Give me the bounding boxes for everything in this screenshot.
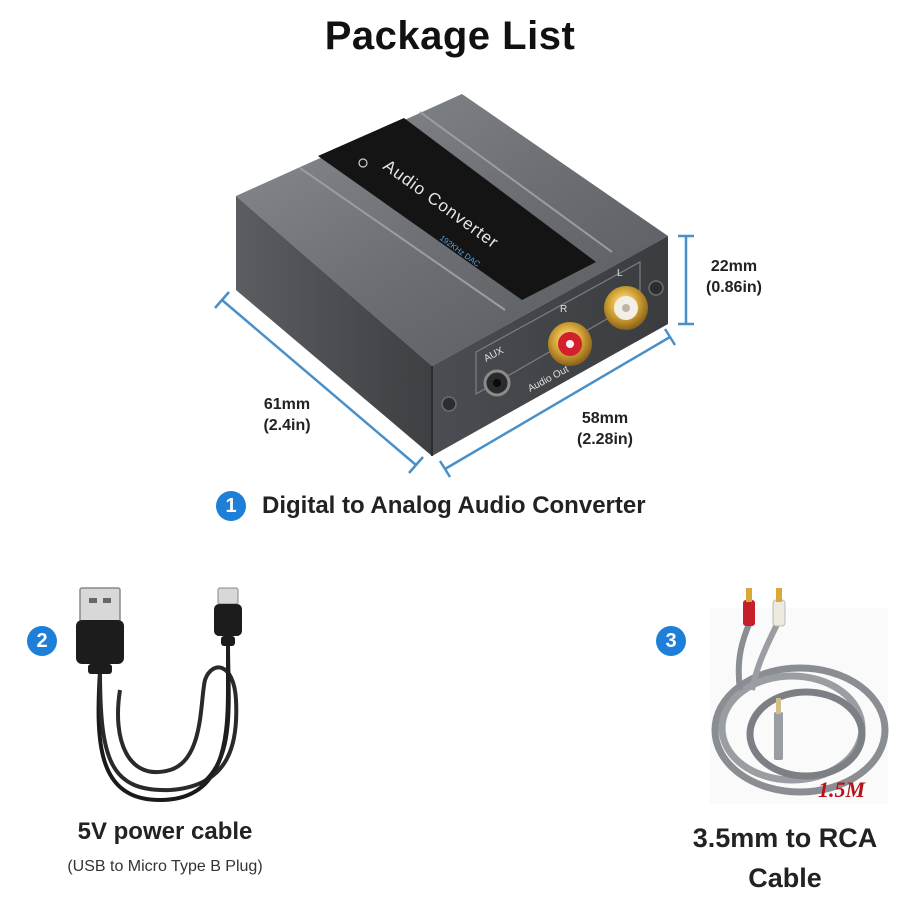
rca-plug-red: [743, 600, 755, 626]
port-label-r: R: [560, 304, 567, 315]
item-number-badge: 2: [27, 626, 57, 656]
device-left-face: [236, 196, 432, 456]
height-mm: 22mm: [710, 258, 758, 275]
depth-mm: 61mm: [263, 396, 311, 413]
item-1-label: Digital to Analog Audio Converter: [262, 492, 646, 519]
item-2-sublabel: (USB to Micro Type B Plug): [67, 858, 263, 875]
item-3-label: 3.5mm to RCA Cable: [692, 823, 878, 893]
width-mm: 58mm: [581, 410, 629, 427]
dimension-depth: 61mm (2.4in): [242, 394, 332, 436]
port-label-l: L: [617, 268, 623, 279]
rca-cable-illustration: [710, 588, 889, 804]
dimension-width: 58mm (2.28in): [560, 408, 650, 450]
depth-in: (2.4in): [263, 417, 311, 434]
item-number-badge: 1: [216, 491, 246, 521]
rca-plug-white: [772, 599, 786, 627]
power-indicator-icon: [358, 158, 368, 168]
usb-power-cable-illustration: [76, 587, 242, 803]
width-in: (2.28in): [576, 431, 633, 448]
usb-a-connector: [79, 587, 121, 623]
page-title: Package List: [324, 14, 576, 58]
aux-plug: [774, 712, 783, 760]
micro-usb-connector: [217, 587, 239, 605]
dimension-lines: [214, 234, 694, 478]
screw-icon: [648, 280, 664, 296]
height-in: (0.86in): [705, 279, 762, 296]
dimension-height: 22mm (0.86in): [694, 256, 774, 298]
item-number-badge: 3: [656, 626, 686, 656]
device-label-band: [318, 118, 596, 300]
item-2-label: 5V power cable: [77, 818, 253, 845]
cable-length-tag: 1.5M: [818, 777, 867, 802]
screw-icon: [441, 396, 457, 412]
